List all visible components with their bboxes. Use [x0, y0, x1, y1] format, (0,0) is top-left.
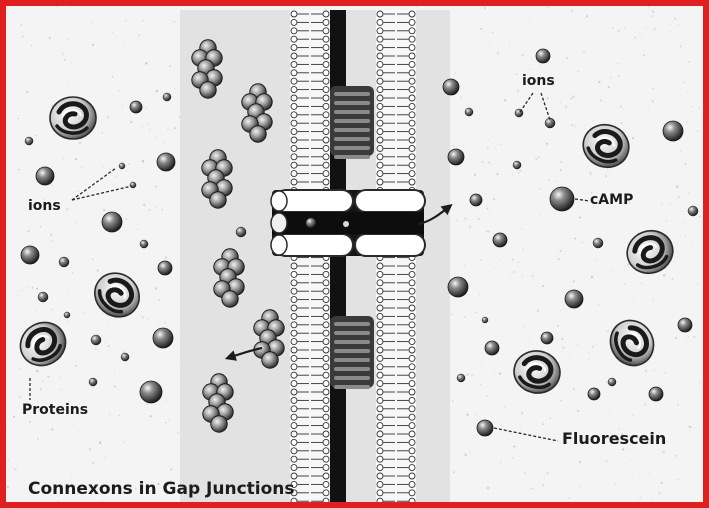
ion-33 — [482, 317, 488, 323]
ion-36 — [688, 206, 698, 216]
ion-11 — [140, 240, 148, 248]
ion-42 — [477, 420, 493, 436]
ion-9 — [21, 246, 39, 264]
proteins-label: Proteins — [22, 403, 88, 417]
ion-4 — [157, 153, 175, 171]
ion-43 — [588, 388, 600, 400]
ion-1 — [130, 101, 142, 113]
ion-2 — [163, 93, 171, 101]
protein-1 — [50, 97, 96, 139]
ion-18 — [89, 378, 97, 386]
ion-35 — [593, 238, 603, 248]
ion-15 — [64, 312, 70, 318]
ion-10 — [158, 261, 172, 275]
ion-21 — [443, 79, 459, 95]
ion-19 — [25, 137, 33, 145]
ion-31 — [493, 233, 507, 247]
ion-7 — [102, 212, 122, 232]
ion-14 — [121, 353, 129, 361]
ion-12 — [38, 292, 48, 302]
ion-44 — [608, 378, 616, 386]
ion-20 — [236, 227, 246, 237]
right-bilayer — [376, 10, 416, 508]
stripe-block-2 — [330, 316, 374, 389]
ions-label-right: ions — [522, 74, 555, 88]
diagram-caption: Connexons in Gap Junctions — [28, 481, 295, 498]
junction-core — [330, 10, 346, 508]
ion-5 — [119, 163, 125, 169]
ion-39 — [541, 332, 553, 344]
connexon-channel — [271, 190, 425, 256]
fluorescein-label: Fluorescein — [562, 431, 666, 447]
ion-16 — [91, 335, 101, 345]
ion-37 — [678, 318, 692, 332]
ion-32 — [448, 277, 468, 297]
left-bilayer — [290, 10, 330, 508]
ion-27 — [513, 161, 521, 169]
ion-30 — [470, 194, 482, 206]
ion-23 — [536, 49, 550, 63]
ion-8 — [59, 257, 69, 267]
ion-3 — [36, 167, 54, 185]
ion-26 — [448, 149, 464, 165]
ion-40 — [457, 374, 465, 382]
ion-6 — [130, 182, 136, 188]
ion-34 — [565, 290, 583, 308]
camp-label: cAMP — [590, 193, 633, 207]
ion-17 — [140, 381, 162, 403]
ion-41 — [649, 387, 663, 401]
ion-29 — [550, 187, 574, 211]
ion-13 — [153, 328, 173, 348]
ion-22 — [465, 108, 473, 116]
ions-label-left: ions — [28, 199, 61, 213]
stripe-block-1 — [330, 86, 374, 159]
ion-28 — [663, 121, 683, 141]
ion-38 — [485, 341, 499, 355]
